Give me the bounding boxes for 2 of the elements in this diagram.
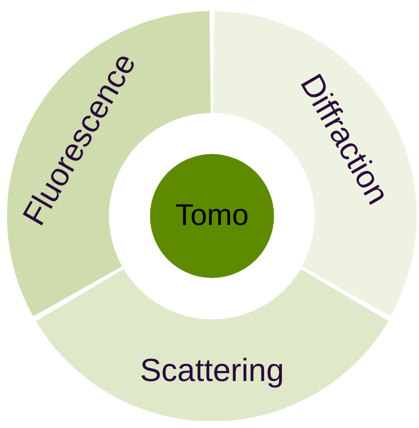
segment-label: Scattering xyxy=(140,354,284,386)
center-label: Tomo xyxy=(175,199,249,233)
